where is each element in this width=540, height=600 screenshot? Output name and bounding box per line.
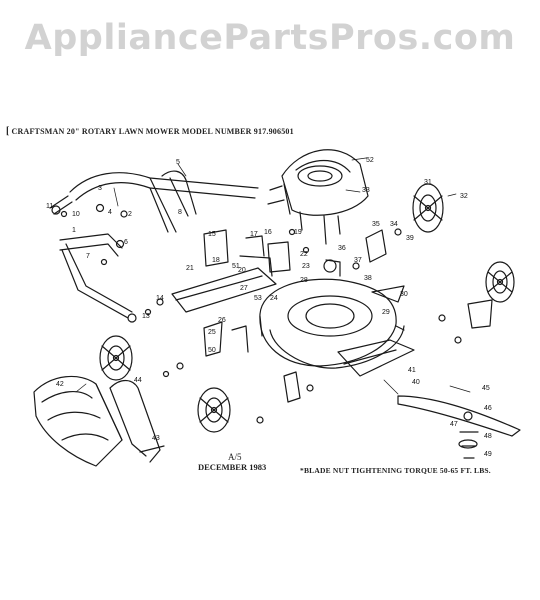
mower-blade	[397, 395, 521, 459]
callout-8: 8	[178, 209, 182, 216]
callout-27: 27	[240, 285, 248, 292]
callout-41: 41	[408, 367, 416, 374]
callout-50: 50	[208, 347, 216, 354]
callout-3: 3	[98, 185, 102, 192]
handle-hardware	[51, 203, 164, 323]
control-brackets	[203, 229, 291, 277]
callout-11: 11	[46, 203, 53, 210]
bracket-mark-icon: [	[6, 126, 10, 137]
callout-5: 5	[176, 159, 180, 166]
callout-38a: 38	[364, 275, 372, 282]
callout-22: 22	[300, 251, 308, 258]
callout-30: 30	[400, 291, 408, 298]
wheel-rear-right	[485, 261, 515, 303]
torque-note: *BLADE NUT TIGHTENING TORQUE 50-65 FT. L…	[300, 466, 491, 475]
callout-47: 47	[450, 421, 458, 428]
upper-handle	[49, 172, 259, 233]
sheet-date: DECEMBER 1983	[198, 462, 267, 472]
leader-lines	[75, 157, 471, 395]
handle-brace	[161, 170, 197, 217]
wheel-front-left	[197, 387, 231, 433]
callout-32a: 32	[460, 193, 468, 200]
callout-36: 36	[338, 245, 346, 252]
diagram-title: [CRAFTSMAN 20" ROTARY LAWN MOWER MODEL N…	[6, 126, 294, 137]
callout-43: 43	[152, 435, 160, 442]
callout-31a: 31	[424, 179, 432, 186]
callout-10: 10	[72, 211, 80, 218]
callout-37a: 37	[354, 257, 362, 264]
wheel-front-right	[412, 183, 444, 233]
callout-34a: 34	[390, 221, 398, 228]
callout-4: 4	[108, 209, 112, 216]
callout-24: 24	[270, 295, 278, 302]
callout-6: 6	[124, 239, 128, 246]
callout-39a: 39	[406, 235, 414, 242]
callout-7: 7	[86, 253, 90, 260]
grass-catcher-bag	[33, 375, 123, 467]
callout-20: 20	[238, 267, 246, 274]
callout-35a: 35	[372, 221, 380, 228]
callout-33: 33	[362, 187, 370, 194]
callout-53: 53	[254, 295, 262, 302]
sheet-code: A/5	[228, 452, 242, 462]
callout-21: 21	[186, 265, 194, 272]
mower-deck	[259, 278, 405, 369]
callout-23: 23	[302, 263, 310, 270]
callout-48: 48	[484, 433, 492, 440]
callout-15: 15	[208, 231, 216, 238]
height-adjusters	[162, 228, 493, 424]
callout-26: 26	[218, 317, 226, 324]
callout-44: 44	[134, 377, 142, 384]
callout-29: 29	[382, 309, 390, 316]
callout-18: 18	[212, 257, 220, 264]
diagram-title-text: CRAFTSMAN 20" ROTARY LAWN MOWER MODEL NU…	[11, 127, 294, 136]
callout-2: 2	[128, 211, 132, 218]
callout-25: 25	[208, 329, 216, 336]
callout-14: 14	[156, 295, 164, 302]
callout-16: 16	[264, 229, 272, 236]
callout-1: 1	[72, 227, 76, 234]
part-callouts: 11 10 3 4 2 5 8 1 7 6 13 14 15 18 17 16 …	[46, 157, 492, 458]
callout-19: 19	[294, 229, 302, 236]
callout-42: 42	[56, 381, 64, 388]
discharge-chute	[337, 285, 415, 377]
callout-17: 17	[250, 231, 258, 238]
rear-baffle	[171, 267, 277, 313]
callout-28: 28	[300, 277, 308, 284]
engine	[267, 149, 369, 245]
callout-51: 51	[232, 263, 240, 270]
lower-handle	[59, 233, 133, 319]
callout-45: 45	[482, 385, 490, 392]
callout-52: 52	[366, 157, 374, 164]
watermark-logo: AppliancePartsPros.com	[24, 18, 516, 58]
callout-13: 13	[142, 313, 150, 320]
callout-46: 46	[484, 405, 492, 412]
callout-40: 40	[412, 379, 420, 386]
callout-49: 49	[484, 451, 492, 458]
wheel-rear-left	[99, 335, 133, 381]
grass-catcher-frame	[109, 379, 165, 463]
